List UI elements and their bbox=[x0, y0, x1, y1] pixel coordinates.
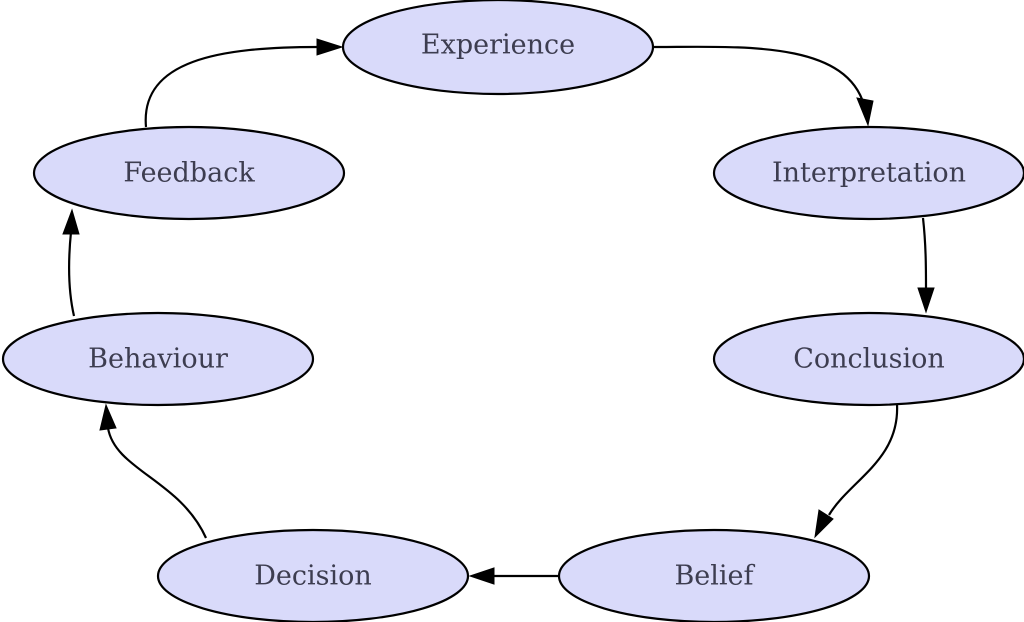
arrowhead bbox=[468, 567, 495, 585]
node-feedback: Feedback bbox=[32, 125, 346, 221]
arrowhead bbox=[99, 403, 117, 431]
node-ellipse bbox=[712, 125, 1024, 221]
node-ellipse bbox=[1, 311, 315, 407]
edge-belief-to-decision bbox=[468, 567, 559, 585]
edge-line bbox=[653, 45, 866, 106]
node-label: Behaviour bbox=[88, 344, 228, 375]
node-label: Conclusion bbox=[793, 344, 945, 375]
node-label: Interpretation bbox=[772, 158, 966, 189]
node-ellipse bbox=[32, 125, 346, 221]
edge-line bbox=[67, 231, 76, 317]
node-ellipse bbox=[557, 528, 871, 622]
node-belief: Belief bbox=[557, 528, 871, 622]
arrowhead bbox=[856, 97, 874, 127]
edge-line bbox=[828, 403, 899, 516]
node-label: Belief bbox=[674, 561, 755, 592]
arrowhead bbox=[62, 208, 80, 235]
node-behaviour: Behaviour bbox=[1, 311, 315, 407]
edge-conclusion-to-belief bbox=[814, 403, 899, 539]
edge-experience-to-interpretation bbox=[653, 45, 874, 127]
edge-decision-to-behaviour bbox=[99, 403, 208, 539]
edge-line bbox=[106, 427, 208, 539]
node-label: Experience bbox=[421, 30, 575, 61]
node-interpretation: Interpretation bbox=[712, 125, 1024, 221]
edge-line bbox=[921, 217, 928, 291]
edge-line bbox=[144, 45, 319, 128]
node-experience: Experience bbox=[341, 0, 655, 96]
edges bbox=[62, 38, 935, 585]
node-label: Decision bbox=[254, 561, 372, 592]
arrowhead bbox=[917, 287, 935, 314]
node-ellipse bbox=[156, 528, 470, 622]
node-label: Feedback bbox=[123, 158, 255, 189]
edge-feedback-to-experience bbox=[144, 38, 344, 128]
node-ellipse bbox=[341, 0, 655, 96]
edge-interpretation-to-conclusion bbox=[917, 217, 935, 314]
edge-behaviour-to-feedback bbox=[62, 208, 80, 317]
node-conclusion: Conclusion bbox=[712, 311, 1024, 407]
node-decision: Decision bbox=[156, 528, 470, 622]
arrowhead bbox=[316, 38, 344, 56]
node-ellipse bbox=[712, 311, 1024, 407]
arrowhead bbox=[814, 509, 834, 539]
